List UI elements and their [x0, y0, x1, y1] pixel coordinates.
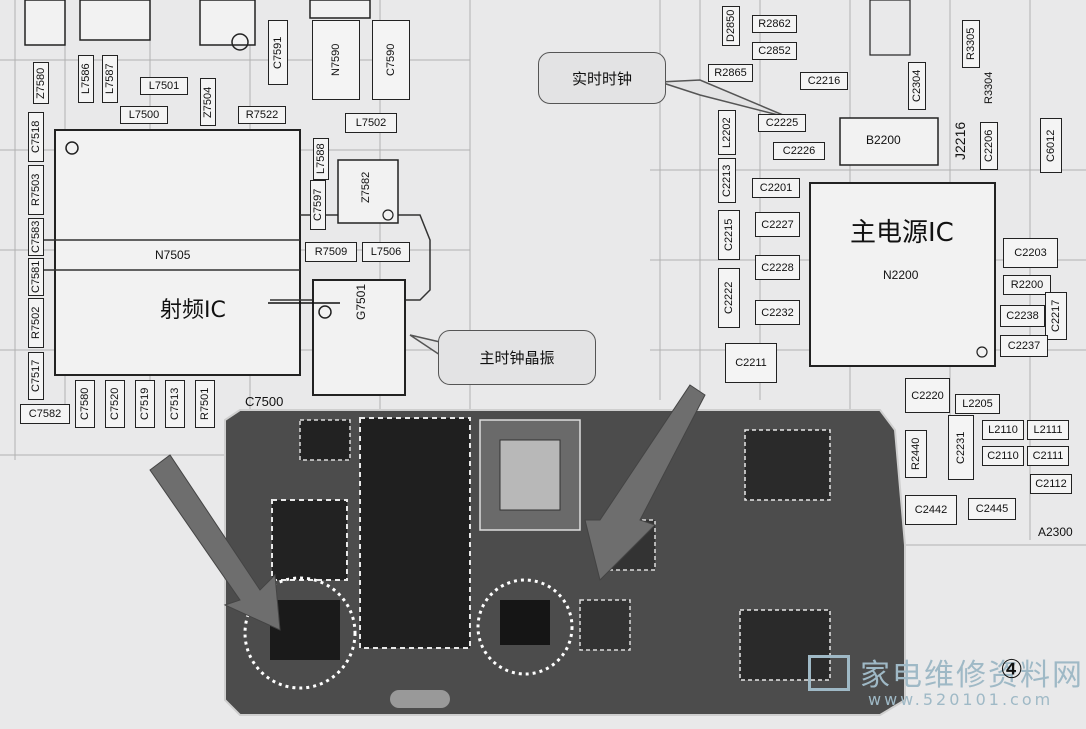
component-c7580: C7580 — [75, 380, 95, 428]
component-c7581: C7581 — [28, 258, 44, 296]
component-d2850: D2850 — [722, 6, 740, 46]
component-c2237: C2237 — [1000, 335, 1048, 357]
component-l7586: L7586 — [78, 55, 94, 103]
component-c7597: C7597 — [310, 180, 326, 230]
c7500-label: C7500 — [245, 394, 284, 409]
component-c7519: C7519 — [135, 380, 155, 428]
b2200-label: B2200 — [866, 133, 901, 147]
component-c2232: C2232 — [755, 300, 800, 325]
component-c6012: C6012 — [1040, 118, 1062, 173]
component-l7501: L7501 — [140, 77, 188, 95]
watermark-logo-icon — [808, 655, 850, 691]
component-c7517: C7517 — [28, 352, 44, 400]
component-c2222: C2222 — [718, 268, 740, 328]
component-c2201: C2201 — [752, 178, 800, 198]
component-c2304: C2304 — [908, 62, 926, 110]
component-c2228: C2228 — [755, 255, 800, 280]
component-c7582: C7582 — [20, 404, 70, 424]
watermark-url: www.520101.com — [868, 690, 1054, 709]
component-r3305: R3305 — [962, 20, 980, 68]
component-l7506: L7506 — [362, 242, 410, 262]
component-l7587: L7587 — [102, 55, 118, 103]
a2300-label: A2300 — [1038, 525, 1073, 539]
component-c7513: C7513 — [165, 380, 185, 428]
component-r3304: R3304 — [983, 71, 995, 104]
component-c2213: C2213 — [718, 158, 736, 203]
component-c2225: C2225 — [758, 114, 806, 132]
component-c2216: C2216 — [800, 72, 848, 90]
component-r7509: R7509 — [305, 242, 357, 262]
n2200-label: N2200 — [883, 268, 919, 282]
g7501-label: G7501 — [354, 283, 368, 320]
rf-ic-label: 射频IC — [152, 290, 234, 326]
component-l2111: L2111 — [1027, 420, 1069, 440]
component-c2227: C2227 — [755, 212, 800, 237]
component-l7500: L7500 — [120, 106, 168, 124]
component-c2211: C2211 — [725, 343, 777, 383]
n7505-label: N7505 — [155, 248, 191, 262]
component-c7520: C7520 — [105, 380, 125, 428]
j2216-label: J2216 — [952, 121, 968, 160]
component-z7580: Z7580 — [33, 62, 49, 104]
component-l2202: L2202 — [718, 110, 736, 155]
component-r2440: R2440 — [905, 430, 927, 478]
component-z7504: Z7504 — [200, 78, 216, 126]
component-r2200: R2200 — [1003, 275, 1051, 295]
watermark-title: 家电维修资料网 — [860, 658, 1084, 693]
component-c2206: C2206 — [980, 122, 998, 170]
component-c7590: C7590 — [372, 20, 410, 100]
component-z7582: Z7582 — [360, 171, 372, 204]
component-r2865: R2865 — [708, 64, 753, 82]
component-c2112: C2112 — [1030, 474, 1072, 494]
component-r7522: R7522 — [238, 106, 286, 124]
component-c2226: C2226 — [773, 142, 825, 160]
rtc-callout: 实时时钟 — [538, 52, 666, 104]
component-c2238: C2238 — [1000, 305, 1045, 327]
main-crystal-callout: 主时钟晶振 — [438, 330, 596, 385]
component-r7501: R7501 — [195, 380, 215, 428]
figure-number: ④ — [1000, 655, 1024, 685]
component-l2110: L2110 — [982, 420, 1024, 440]
component-c2203: C2203 — [1003, 238, 1058, 268]
pmu-ic-label: 主电源IC — [850, 218, 954, 248]
component-l7502: L7502 — [345, 113, 397, 133]
component-c2110: C2110 — [982, 446, 1024, 466]
component-c2442: C2442 — [905, 495, 957, 525]
component-c2215: C2215 — [718, 210, 740, 260]
component-r7502: R7502 — [28, 298, 44, 348]
component-n7590: N7590 — [312, 20, 360, 100]
component-r2862: R2862 — [752, 15, 797, 33]
component-c2111: C2111 — [1027, 446, 1069, 466]
component-c7591: C7591 — [268, 20, 288, 85]
component-c2445: C2445 — [968, 498, 1016, 520]
component-l2205: L2205 — [955, 394, 1000, 414]
component-r7503: R7503 — [28, 165, 44, 215]
component-c7518: C7518 — [28, 112, 44, 162]
component-c2217: C2217 — [1045, 292, 1067, 340]
component-c2231: C2231 — [948, 415, 974, 480]
component-c7583: C7583 — [28, 218, 44, 256]
component-c2852: C2852 — [752, 42, 797, 60]
component-c2220: C2220 — [905, 378, 950, 413]
component-l7588: L7588 — [313, 138, 329, 180]
